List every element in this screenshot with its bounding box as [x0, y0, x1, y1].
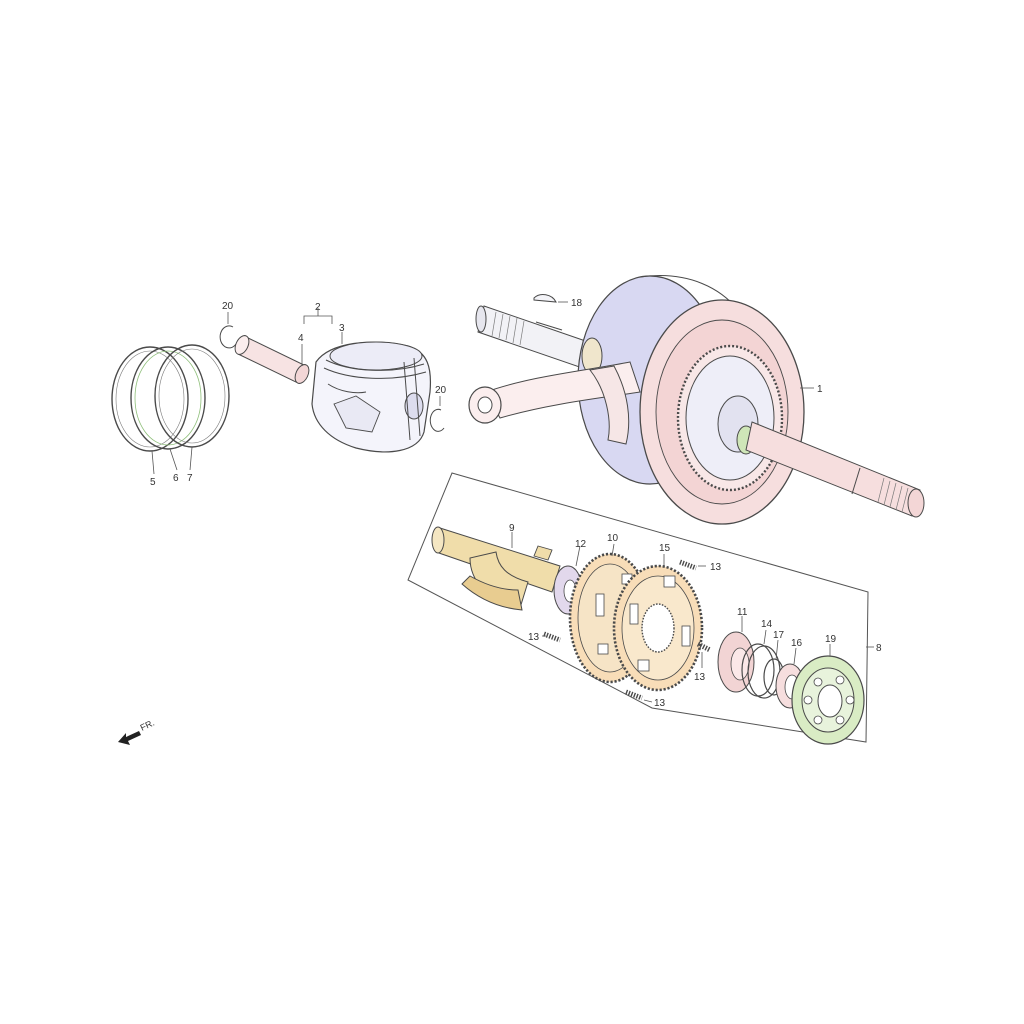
crankshaft-assembly: [468, 275, 925, 525]
woodruff-key: [533, 294, 557, 303]
piston-pin-clip-left: [219, 325, 237, 349]
callout-numbers: 1 2 3 4 5 6 7 8 9 10 11 12 13 13 13 13 1…: [150, 298, 882, 709]
callout-12: 12: [575, 539, 587, 550]
callout-20-right: 20: [435, 385, 447, 396]
callout-11: 11: [737, 607, 748, 618]
callout-16: 16: [791, 638, 803, 649]
clutch-spring-top: [679, 559, 697, 571]
callout-3: 3: [339, 323, 345, 334]
callout-6: 6: [173, 473, 179, 484]
leader-lines: [151, 301, 874, 703]
callout-10: 10: [607, 533, 619, 544]
piston-ring-set: [111, 344, 230, 452]
callout-18: 18: [571, 298, 583, 309]
callout-15: 15: [659, 543, 671, 554]
callout-2: 2: [315, 302, 321, 313]
callout-19: 19: [825, 634, 837, 645]
starter-driven-gear-front: [612, 564, 704, 692]
callout-13-bottom: 13: [654, 698, 666, 709]
callout-7: 7: [187, 473, 193, 484]
callout-20-left: 20: [222, 301, 234, 312]
front-label: FR.: [139, 718, 156, 733]
piston: [311, 341, 432, 453]
callout-1: 1: [817, 384, 823, 395]
clutch-spring-bottom: [625, 689, 643, 701]
callout-13-left: 13: [528, 632, 540, 643]
callout-13-top: 13: [710, 562, 722, 573]
clutch-spring-right: [696, 641, 712, 653]
callout-8: 8: [876, 643, 882, 654]
callout-13-right: 13: [694, 672, 706, 683]
piston-pin: [234, 335, 310, 384]
piston-pin-clip-right: [429, 408, 445, 432]
callout-17: 17: [773, 630, 785, 641]
callout-4: 4: [298, 333, 304, 344]
callout-14: 14: [761, 619, 773, 630]
front-arrow-icon: [118, 731, 141, 745]
starter-clutch-group-outline: [407, 472, 869, 743]
clutch-spring-left: [543, 631, 561, 643]
clutch-outer-housing: [431, 526, 561, 611]
callout-5: 5: [150, 477, 156, 488]
ball-bearing: [791, 655, 865, 745]
callout-9: 9: [509, 523, 515, 534]
front-direction-indicator: FR.: [118, 718, 156, 745]
